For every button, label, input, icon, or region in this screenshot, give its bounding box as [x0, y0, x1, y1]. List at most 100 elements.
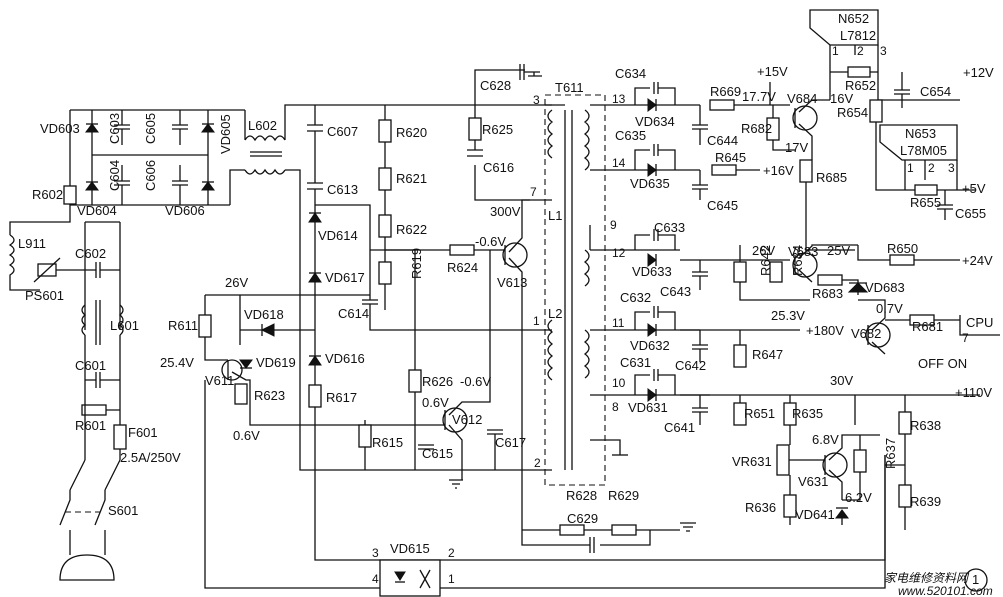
r619-resistor: [378, 261, 392, 285]
label-t611: T611: [555, 80, 584, 95]
r645-resistor: [711, 164, 737, 176]
label-v612: V612: [452, 412, 482, 427]
label-r601: R601: [75, 418, 106, 433]
vd603-diode: [85, 123, 99, 133]
label-n652-pin-2: 2: [857, 44, 864, 58]
label-vd604: VD604: [77, 203, 117, 218]
vd617-diode: [308, 272, 322, 283]
label-v631: V631: [798, 474, 828, 489]
label-l601: L601: [110, 318, 139, 333]
r602-resistor: [63, 185, 77, 205]
r650-resistor: [889, 254, 915, 266]
label-vd631: VD631: [628, 400, 668, 415]
vr631-potentiometer[interactable]: [776, 444, 790, 476]
label-vd633: VD633: [632, 264, 672, 279]
c644-capacitor: [692, 105, 708, 145]
label-r685: R685: [816, 170, 847, 185]
label-r602: R602: [32, 187, 63, 202]
label-c617: C617: [495, 435, 526, 450]
label-c631: C631: [620, 355, 651, 370]
vd683-diode: [847, 282, 869, 293]
label-vd641: VD641: [795, 507, 835, 522]
label-l911: L911: [18, 236, 46, 251]
label-6-8v: 6.8V: [812, 432, 839, 447]
c642-capacitor: [692, 330, 708, 362]
label-opto-pin-3: 3: [372, 546, 379, 560]
switching-stage: [358, 64, 886, 597]
label-r635: R635: [792, 406, 823, 421]
label-25-4v: 25.4V: [160, 355, 194, 370]
label-r622: R622: [396, 222, 427, 237]
vd635-diode: [647, 163, 657, 177]
c631-capacitor: [634, 369, 676, 395]
label-c643: C643: [660, 284, 691, 299]
label-r625: R625: [482, 122, 513, 137]
c634-capacitor: [634, 82, 676, 105]
s601-switch[interactable]: [59, 490, 106, 526]
vd634-diode: [647, 98, 657, 112]
label-c632: C632: [620, 290, 651, 305]
label-pin-12: 12: [612, 246, 626, 260]
label-r617: R617: [326, 390, 357, 405]
label-16v: 16V: [830, 91, 853, 106]
r628-resistor: [559, 524, 585, 536]
label-r620: R620: [396, 125, 427, 140]
n652-regulator: [809, 9, 879, 46]
label-pin-9: 9: [610, 218, 617, 232]
label-r619: R619: [409, 248, 424, 279]
v631-transistor: [822, 452, 848, 478]
label-l1: L1: [548, 208, 562, 223]
v684-transistor: [792, 105, 818, 131]
secondary-outputs: [634, 9, 1000, 592]
label-r615: R615: [372, 435, 403, 450]
label-plus-110v: +110V: [955, 385, 992, 400]
label-pin-7: 7: [530, 185, 537, 199]
label-vd616: VD616: [325, 351, 365, 366]
c607-capacitor: [307, 105, 323, 170]
r620-resistor: [378, 119, 392, 143]
label-r623: R623: [254, 388, 285, 403]
label-vd617: VD617: [325, 270, 365, 285]
label-vd614: VD614: [318, 228, 358, 243]
label-vd606: VD606: [165, 203, 205, 218]
label-17v: 17V: [785, 140, 808, 155]
label-n653-pin-3: 3: [948, 161, 955, 175]
label-vd635: VD635: [630, 176, 670, 191]
label-vd619: VD619: [256, 355, 296, 370]
n653-regulator: [879, 124, 958, 161]
label-r681: R681: [912, 319, 943, 334]
label-r647: R647: [752, 347, 783, 362]
label-c633: C633: [654, 220, 685, 235]
label-pin-3: 3: [533, 93, 540, 107]
label-vd618: VD618: [244, 307, 284, 322]
label-v683: V683: [788, 244, 818, 259]
label-pin-13: 13: [612, 92, 626, 106]
label-pin-1: 1: [533, 314, 540, 328]
r601-resistor: [81, 404, 107, 416]
l602-choke: [244, 135, 286, 175]
vd633-diode: [647, 253, 657, 267]
label-minus-0-6v-b: -0.6V: [460, 374, 491, 389]
label-l602: L602: [248, 118, 277, 133]
ac-plug: [59, 554, 115, 581]
label-plus-180v: +180V: [806, 323, 844, 338]
r684-resistor: [769, 261, 783, 283]
label-n653-pin-1: 1: [907, 161, 914, 175]
c629-capacitor: [589, 537, 595, 553]
label-r621: R621: [396, 171, 427, 186]
label-c614: C614: [338, 306, 369, 321]
label-pin-14: 14: [612, 156, 626, 170]
c655-capacitor: [937, 190, 953, 220]
label-n653-pin-2: 2: [928, 161, 935, 175]
label-r636: R636: [745, 500, 776, 515]
label-pin-10: 10: [612, 376, 626, 390]
label-opto-pin-1: 1: [448, 572, 455, 586]
r651-resistor: [733, 402, 747, 426]
vd605-diode: [201, 123, 215, 133]
label-f601: F601: [128, 425, 158, 440]
label-n652-pin-3: 3: [880, 44, 887, 58]
label-r628: R628: [566, 488, 597, 503]
label-v611: V611: [205, 373, 234, 388]
label-vd615: VD615: [390, 541, 430, 556]
